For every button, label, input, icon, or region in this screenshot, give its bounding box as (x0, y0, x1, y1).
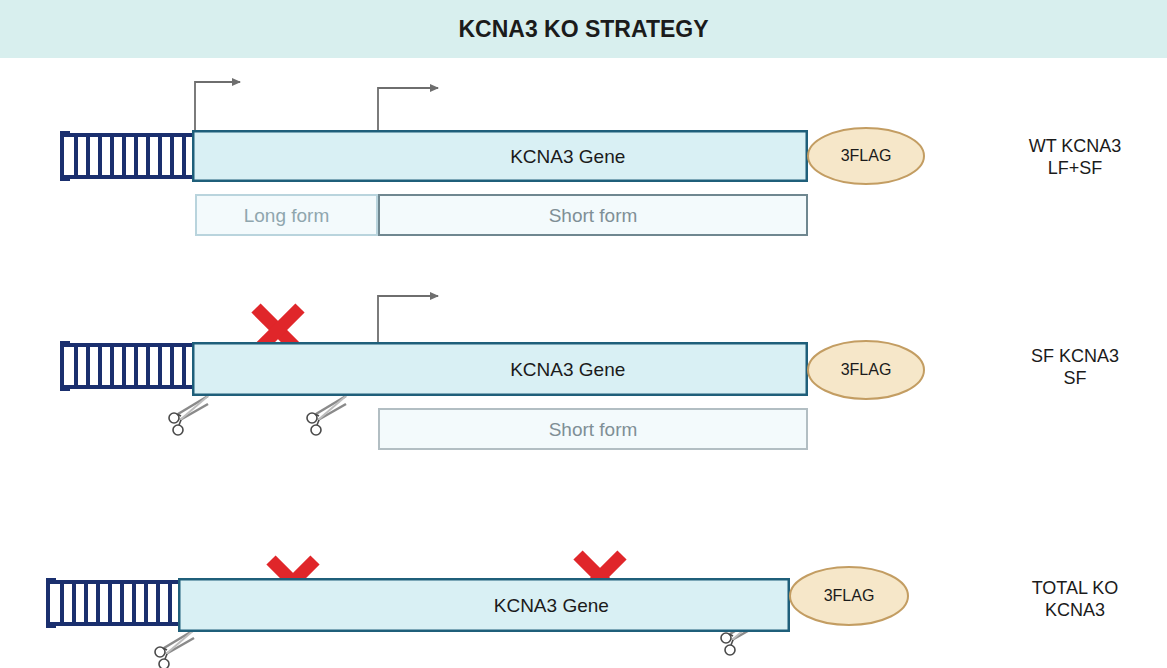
row-label: SF KCNA3 (1031, 345, 1119, 367)
isoform-box: Short form (378, 408, 808, 450)
box-outline (178, 578, 790, 632)
tag-oval: 3FLAG (788, 565, 910, 627)
node-label: 3FLAG (824, 586, 875, 606)
row-label: TOTAL KO (1032, 577, 1119, 599)
outline (808, 341, 924, 399)
node-label: KCNA3 Gene (494, 594, 609, 617)
isoform-box: Long form (195, 194, 378, 236)
node-label: Long form (244, 204, 330, 227)
box-outline (192, 130, 808, 182)
outline (196, 195, 377, 235)
outline (379, 195, 807, 235)
outline (193, 343, 807, 395)
outline (379, 409, 807, 449)
outline (808, 128, 924, 184)
isoform-box: Short form (378, 194, 808, 236)
diagram-title: KCNA3 KO STRATEGY (0, 0, 1167, 58)
outline (179, 579, 789, 631)
row-label: SF (1063, 367, 1086, 389)
tag-oval: 3FLAG (806, 339, 926, 401)
node-label: Short form (549, 418, 638, 441)
box-outline (192, 342, 808, 396)
row-label: KCNA3 (1045, 599, 1105, 621)
node-label: 3FLAG (841, 146, 892, 166)
gene-box: KCNA3 Gene (192, 342, 808, 396)
node-label: KCNA3 Gene (510, 145, 625, 168)
outline (193, 131, 807, 181)
gene-box: KCNA3 Gene (192, 130, 808, 182)
gene-box: KCNA3 Gene (178, 578, 790, 632)
tag-oval: 3FLAG (806, 126, 926, 186)
outline (790, 567, 908, 625)
node-label: 3FLAG (841, 360, 892, 380)
node-label: KCNA3 Gene (510, 358, 625, 381)
node-label: Short form (549, 204, 638, 227)
row-label: LF+SF (1048, 157, 1103, 179)
row-label: WT KCNA3 (1029, 135, 1122, 157)
